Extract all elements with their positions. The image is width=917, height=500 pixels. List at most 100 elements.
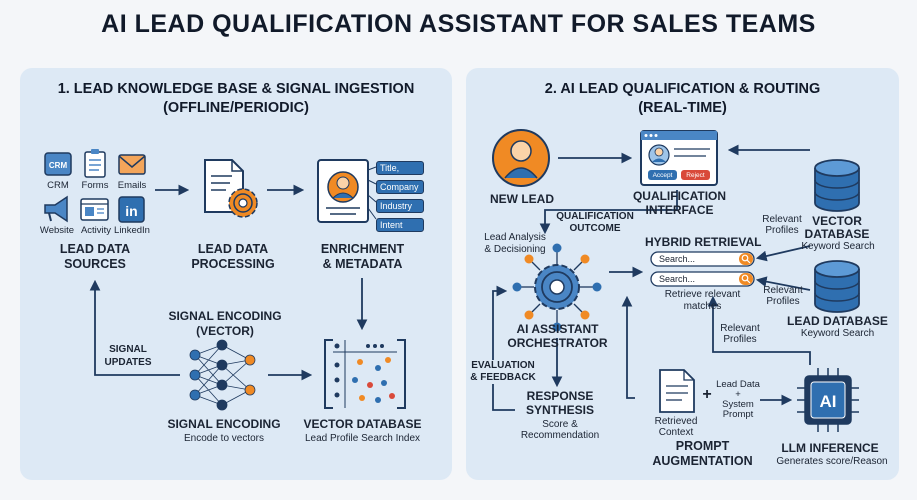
lead-data-processing-line2: PROCESSING	[191, 257, 275, 271]
enrichment-line2: & METADATA	[322, 257, 403, 271]
crm-icon: CRM	[44, 152, 72, 176]
retrieve-relevant-label: Retrieve relevant matches	[645, 289, 760, 313]
hybrid-retrieval-title: HYBRID RETRIEVAL	[645, 235, 762, 249]
lead-analysis-line1: Lead Analysis	[484, 232, 546, 243]
relevant-profiles-1-line2: Profiles	[765, 225, 799, 236]
qualification-panel-title: 2. AI LEAD QUALIFICATION & ROUTING (REAL…	[466, 80, 899, 118]
tag-company: Company	[376, 180, 424, 194]
qualification-outcome-line2: OUTCOME	[569, 223, 621, 234]
lead-data-sources-label: LEAD DATA SOURCES	[45, 242, 145, 272]
relevant-profiles-3-line2: Profiles	[723, 334, 757, 345]
lead-data-sources-line2: SOURCES	[64, 257, 126, 271]
relevant-profiles-2-line2: Profiles	[766, 296, 800, 307]
response-synthesis-line2: SYNTHESIS	[525, 403, 594, 417]
ingestion-title-line1: 1. LEAD KNOWLEDGE BASE & SIGNAL INGESTIO…	[57, 81, 415, 97]
orchestrator-hub-icon	[512, 243, 602, 332]
evaluation-feedback-label: EVALUATION & FEEDBACK	[468, 360, 538, 384]
search-input-2[interactable]: Search...	[659, 274, 696, 284]
relevant-profiles-2-line1: Relevant	[763, 285, 803, 296]
prompt-parts-line2: +	[735, 389, 741, 400]
email-icon	[118, 154, 146, 175]
relevant-profiles-3: Relevant Profiles	[712, 323, 768, 345]
profile-card-icon	[317, 159, 369, 223]
accept-button[interactable]: Accept	[652, 172, 673, 179]
crm-badge: CRM	[49, 161, 68, 170]
megaphone-icon	[44, 195, 68, 223]
search-input-1[interactable]: Search...	[659, 254, 696, 264]
response-synthesis-line1: RESPONSE	[526, 389, 594, 403]
evaluation-feedback-line1: EVALUATION	[471, 360, 535, 371]
vector-index-icon	[324, 339, 406, 409]
lead-database-label: LEAD DATABASE	[787, 314, 888, 328]
source-emails-label: Emails	[117, 180, 147, 191]
response-synthesis-sub2: Recommendation	[520, 430, 600, 441]
source-forms-label: Forms	[81, 180, 109, 191]
ingestion-panel-title: 1. LEAD KNOWLEDGE BASE & SIGNAL INGESTIO…	[20, 80, 452, 118]
hybrid-search-bars	[650, 251, 755, 287]
prompt-parts-line3: System	[722, 399, 754, 410]
llm-inference-label: LLM INFERENCE	[781, 441, 879, 455]
page-title: AI LEAD QUALIFICATION ASSISTANT FOR SALE…	[101, 10, 816, 38]
source-linkedin-label: LinkedIn	[114, 225, 150, 236]
ingestion-title-line2: (OFFLINE/PERIODIC)	[163, 100, 309, 116]
vector-database-icon	[814, 159, 860, 212]
llm-inference-sub: Generates score/Reason	[776, 456, 888, 467]
signal-encoding-vector-label: SIGNAL ENCODING (VECTOR)	[165, 309, 285, 339]
retrieved-context-label: Retrieved Context	[645, 416, 707, 438]
linkedin-badge: in	[125, 203, 137, 219]
response-synthesis-label: RESPONSE SYNTHESIS	[515, 389, 605, 417]
vector-db-right-sub: Keyword Search	[801, 241, 875, 252]
enrichment-tags: Title, Company Industry Intent	[376, 161, 424, 232]
plus-sign: +	[702, 386, 712, 403]
tag-intent: Intent	[376, 218, 424, 232]
document-gear-icon	[204, 159, 258, 218]
vector-db-right-label: VECTOR DATABASE	[800, 215, 874, 241]
retrieved-context-line1: Retrieved	[654, 416, 698, 427]
lead-analysis-label: Lead Analysis & Decisioning	[475, 232, 555, 256]
lead-database-icon	[814, 260, 860, 313]
qualification-interface-line2: INTERFACE	[645, 203, 714, 217]
prompt-parts-line4: Prompt	[722, 409, 754, 420]
qualification-title-line2: (REAL-TIME)	[638, 100, 727, 116]
vector-database-sub: Lead Profile Search Index	[304, 433, 421, 444]
response-synthesis-sub1: Score &	[542, 419, 578, 430]
signal-encoding-vector-line1: SIGNAL ENCODING	[168, 309, 282, 323]
retrieved-context-document-icon	[659, 369, 695, 413]
prompt-parts-label: Lead Data + System Prompt	[712, 380, 764, 420]
signal-updates-line1: SIGNAL	[109, 344, 147, 355]
llm-chip-icon	[797, 368, 859, 432]
orchestrator-line1: AI ASSISTANT	[516, 322, 599, 336]
qualification-interface-label: QUALIFICATION INTERFACE	[622, 189, 737, 217]
lead-analysis-line2: & Decisioning	[484, 244, 546, 255]
tag-title: Title,	[376, 161, 424, 175]
vector-db-right-line1: VECTOR	[812, 214, 862, 228]
vector-db-right-line2: DATABASE	[804, 227, 870, 241]
orchestrator-line2: ORCHESTRATOR	[507, 336, 608, 350]
qualification-interface-line1: QUALIFICATION	[632, 189, 727, 203]
tag-industry: Industry	[376, 199, 424, 213]
evaluation-feedback-line2: & FEEDBACK	[470, 372, 536, 383]
signal-encoding-sub: Encode to vectors	[183, 433, 265, 444]
forms-icon	[84, 149, 106, 178]
prompt-parts-line1: Lead Data	[716, 379, 760, 390]
relevant-profiles-2: Relevant Profiles	[756, 285, 810, 307]
lead-data-processing-label: LEAD DATA PROCESSING	[178, 242, 288, 272]
lead-database-sub: Keyword Search	[800, 328, 875, 339]
retrieve-relevant-line1: Retrieve relevant	[664, 289, 741, 300]
relevant-profiles-3-line1: Relevant	[720, 323, 760, 334]
relevant-profiles-1: Relevant Profiles	[755, 214, 809, 236]
neural-network-icon	[189, 339, 256, 411]
signal-encoding-label: SIGNAL ENCODING	[167, 417, 281, 431]
activity-icon	[80, 198, 109, 221]
qualification-outcome-line1: QUALIFICATION	[556, 211, 634, 222]
retrieved-context-line2: Context	[658, 427, 694, 438]
lead-data-sources-line1: LEAD DATA	[59, 242, 131, 256]
signal-updates-label: SIGNAL UPDATES	[100, 343, 156, 369]
qualification-title-line1: 2. AI LEAD QUALIFICATION & ROUTING	[544, 81, 821, 97]
reject-button[interactable]: Reject	[686, 172, 705, 179]
prompt-augmentation-line1: PROMPT	[675, 439, 730, 453]
enrichment-label: ENRICHMENT & METADATA	[305, 242, 420, 272]
prompt-augmentation-label: PROMPT AUGMENTATION	[645, 439, 760, 469]
source-activity-label: Activity	[80, 225, 112, 236]
